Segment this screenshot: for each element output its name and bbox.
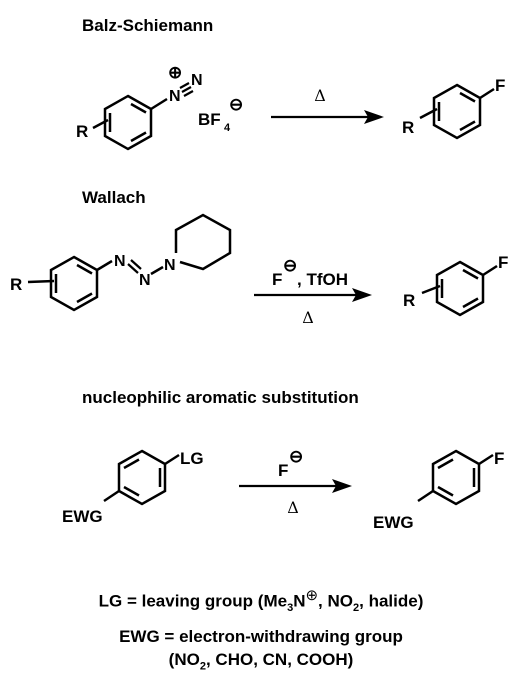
triazene-n1: N — [114, 253, 126, 270]
bond-n-n-1 — [181, 86, 192, 93]
substituent-r-wallach: R — [10, 275, 22, 294]
footnote-lg-n: N — [293, 591, 306, 611]
product-group-f-wallach: F — [498, 253, 508, 272]
plus-charge-icon: ⊕ — [168, 63, 182, 82]
bond-r-wallach — [27, 279, 55, 284]
bond-c-f-snar — [478, 453, 494, 466]
reactant-group-lg: LG — [180, 449, 204, 468]
benzene-ring-wallach-reactant — [49, 255, 99, 312]
bond-n-n-double-a — [127, 263, 139, 274]
bond-c-n-balz — [150, 97, 168, 111]
condition-heat-3: Δ — [287, 498, 299, 517]
bond-c-f-wallach — [482, 264, 498, 277]
bond-n-n-2 — [183, 90, 194, 97]
benzene-ring-balz-product — [432, 83, 482, 140]
counterion-subscript: 4 — [224, 122, 231, 134]
triazene-n3: N — [164, 257, 176, 274]
title-wallach: Wallach — [82, 188, 146, 207]
footnote-ewg-definition: EWG = electron-withdrawing group — [119, 627, 403, 646]
bond-c-n-wallach — [96, 259, 113, 272]
benzene-ring-wallach-product — [435, 260, 485, 317]
diazonium-n1: N — [169, 88, 181, 105]
bond-n-n-3 — [179, 82, 190, 89]
title-balz-schiemann: Balz-Schiemann — [82, 16, 213, 35]
footnote-ewg-subscript: 2 — [199, 660, 206, 673]
bond-n-n-double-b — [130, 259, 142, 270]
counterion-bf: BF — [198, 110, 221, 129]
title-snar: nucleophilic aromatic substitution — [82, 388, 359, 407]
piperidine-ring — [174, 213, 232, 271]
substituent-r-wallach-product: R — [403, 291, 415, 310]
reactant-group-ewg: EWG — [62, 507, 103, 526]
bond-r-balz-product — [419, 107, 438, 120]
bond-r-balz — [92, 118, 109, 130]
fluoride-charge-icon-2: ⊖ — [283, 256, 297, 275]
bond-c-lg — [164, 453, 180, 466]
footnote-lg-subscript-3: 3 — [287, 602, 294, 615]
substituent-r-balz: R — [76, 122, 88, 141]
product-group-f-balz: F — [495, 76, 505, 95]
benzene-ring-balz-reactant — [103, 94, 153, 151]
benzene-ring-snar-product — [431, 449, 481, 506]
footnote-plus-charge-icon: ⊕ — [305, 587, 319, 604]
bond-c-ewg — [103, 489, 120, 503]
footnote-ewg-line2: (NO2, CHO, CN, COOH) — [0, 650, 522, 672]
bond-c-f-balz — [479, 87, 495, 100]
diazonium-n2: N — [191, 72, 203, 89]
condition-fluoride-3: F — [278, 461, 288, 480]
triazene-n2: N — [139, 272, 151, 289]
footnote-ewg-line1: EWG = electron-withdrawing group — [0, 627, 522, 647]
footnote-ewg-no: (NO — [168, 650, 200, 669]
fluoride-charge-icon-3: ⊖ — [289, 447, 303, 466]
reaction-arrow-1-head — [364, 110, 384, 124]
substituent-r-balz-product: R — [402, 118, 414, 137]
condition-tfoh: , TfOH — [297, 270, 348, 289]
condition-heat-2: Δ — [302, 308, 314, 327]
bond-c-ewg-product — [417, 489, 434, 503]
condition-fluoride-2: F — [272, 270, 282, 289]
footnote-lg-subscript-2: 2 — [353, 602, 360, 615]
reaction-arrow-2-head — [352, 288, 372, 302]
condition-heat-1: Δ — [314, 86, 326, 105]
reaction-arrow-3-head — [332, 479, 352, 493]
bond-r-wallach-product — [421, 284, 441, 295]
footnote-lg-prefix: LG = leaving group (Me — [98, 591, 288, 611]
footnote-leaving-group: LG = leaving group (Me3N⊕, NO2, halide) — [0, 586, 522, 614]
product-group-f-snar: F — [494, 449, 504, 468]
minus-charge-icon: ⊖ — [229, 95, 243, 114]
footnote-lg-suffix: , halide) — [359, 591, 424, 611]
bond-n-n-single — [150, 265, 164, 276]
footnote-lg-no: , NO — [318, 591, 353, 611]
benzene-ring-snar-reactant — [117, 449, 167, 506]
product-group-ewg: EWG — [373, 513, 414, 532]
footnote-ewg-examples: , CHO, CN, COOH) — [205, 650, 354, 669]
